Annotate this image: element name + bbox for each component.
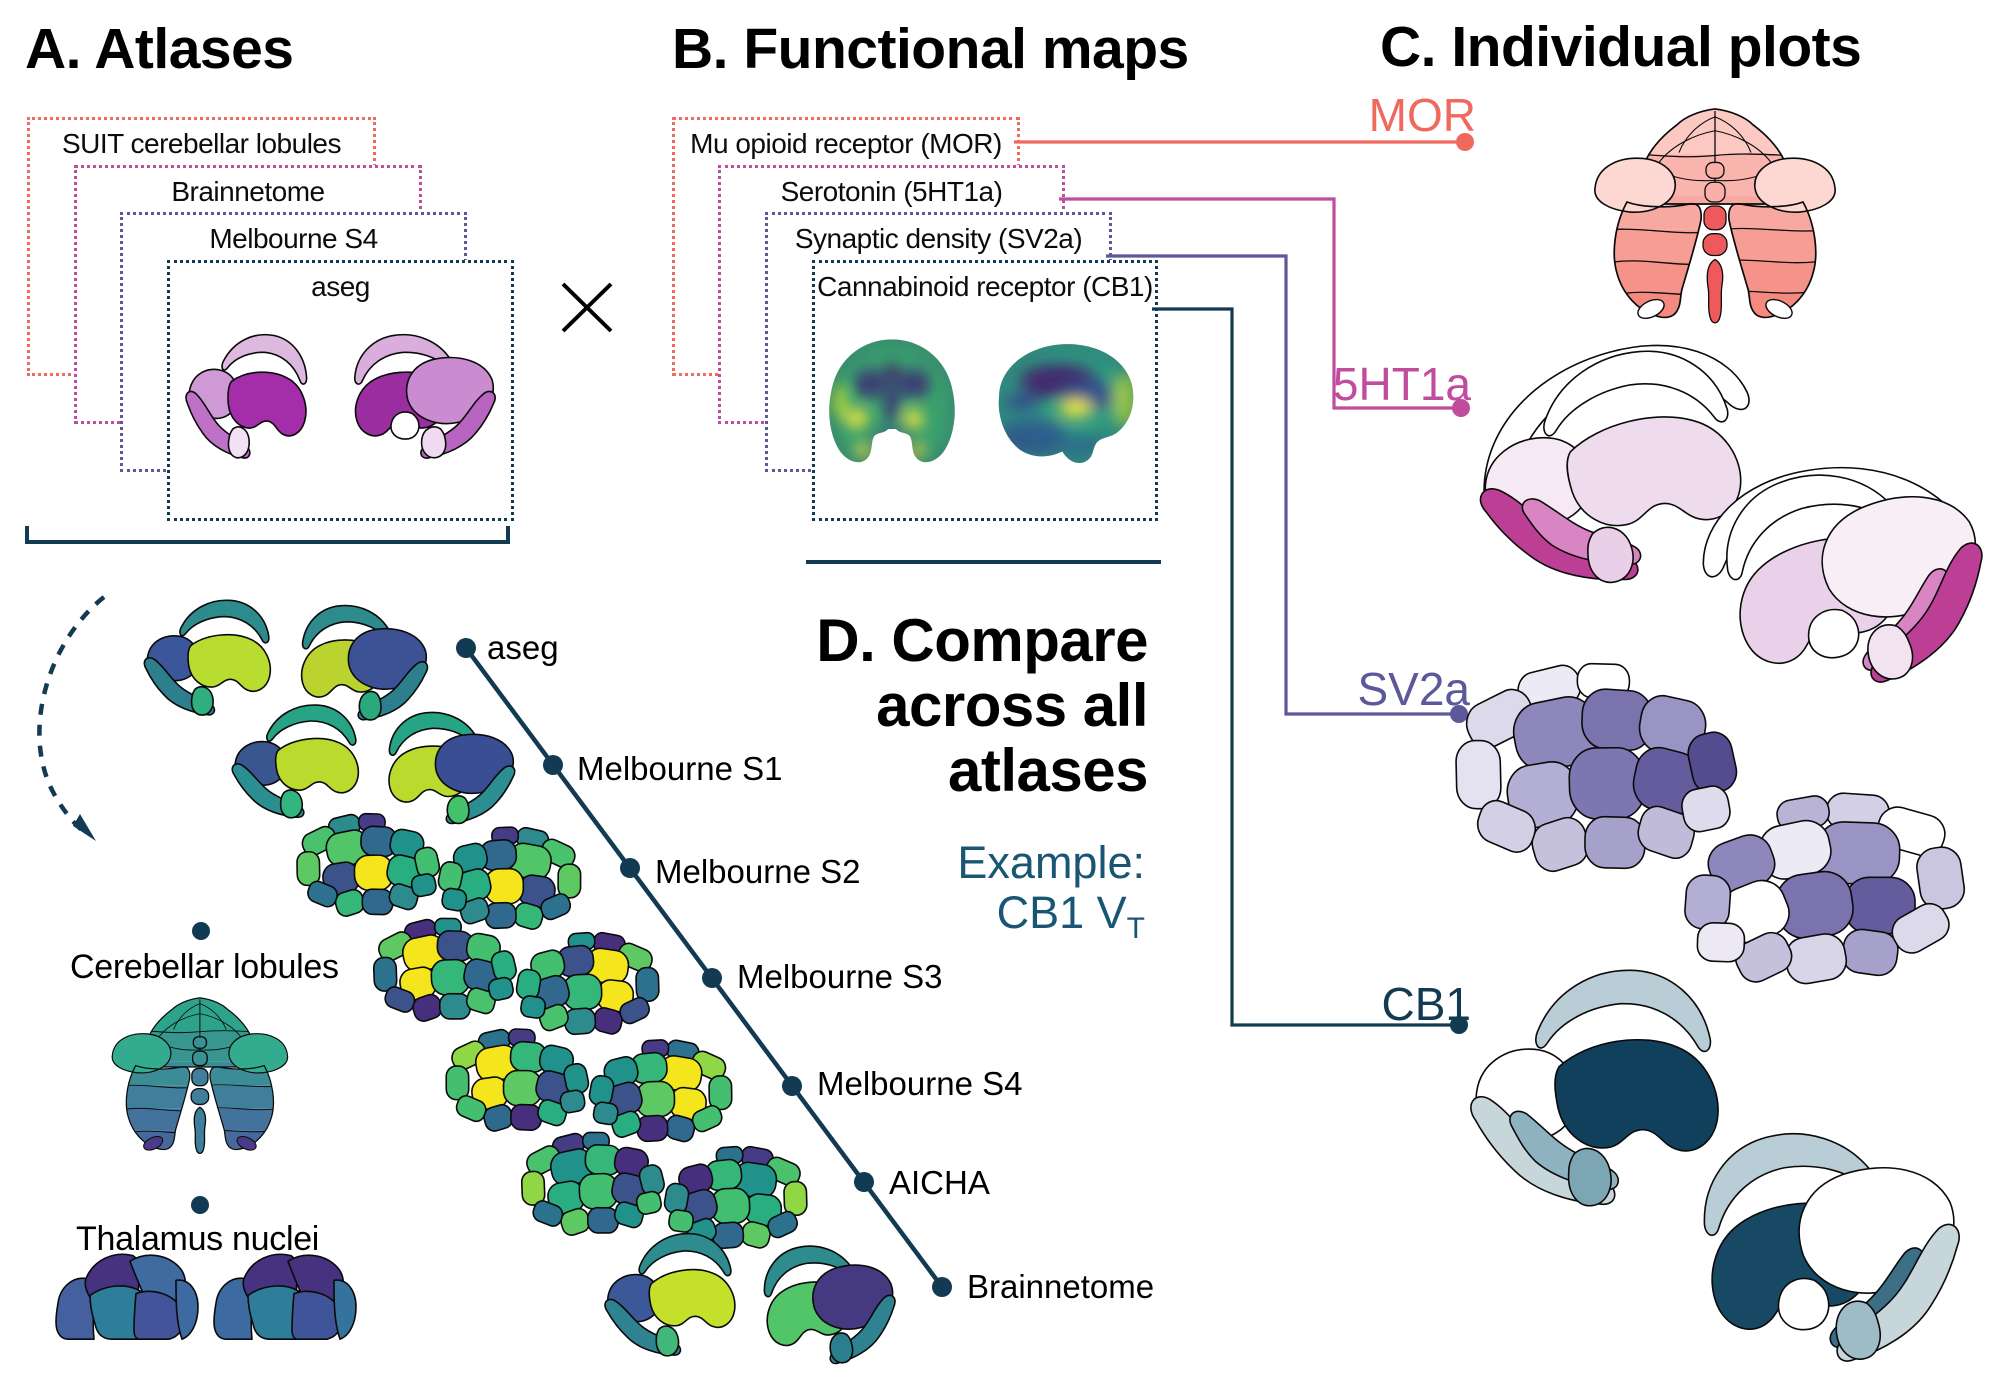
cascade-row-melbourne-s3 — [368, 910, 662, 1039]
cascade-row-melbourne-s4 — [442, 1023, 736, 1147]
section-a-title: A. Atlases — [25, 17, 294, 81]
c-label-5ht1a: 5HT1a — [1332, 358, 1471, 410]
atlas-box-melbourne-s4-label: Melbourne S4 — [209, 223, 378, 254]
connector-cb1 — [1152, 307, 1468, 1034]
brain-view-v7R — [760, 1239, 900, 1369]
connector-sv2a — [1106, 254, 1468, 723]
d-example-label: Example: — [957, 837, 1145, 888]
brain-view-cerebGreen — [105, 995, 295, 1161]
aseg-atlas-illustration — [185, 333, 496, 459]
d-title-line2: across all — [876, 672, 1148, 739]
atlas-box-brainnetome-label: Brainnetome — [171, 176, 325, 207]
brain-view-petPal — [820, 334, 964, 474]
brain-view-thal — [55, 1253, 357, 1340]
thalamus-nuclei-illustration — [55, 1253, 357, 1340]
c-label-sv2a: SV2a — [1357, 663, 1470, 715]
connector-mor — [1014, 133, 1474, 151]
d-example: Example: CB1 VT — [957, 838, 1145, 954]
map-box-5ht1a-label: Serotonin (5HT1a) — [780, 176, 1003, 207]
brain-view-v2R — [386, 710, 518, 827]
map-box-sv2a-label: Synaptic density (SV2a) — [794, 223, 1083, 254]
ht1a-plot — [1453, 322, 2000, 715]
multiply-operator — [561, 282, 613, 333]
brain-view-cbL — [1453, 958, 1733, 1223]
pet-cb1-illustration — [820, 334, 1142, 474]
cascade-label-melbourne-s3: Melbourne S3 — [737, 958, 943, 995]
label-cerebellar-lobules: Cerebellar lobules — [70, 948, 339, 986]
d-title-line1: D. Compare — [816, 607, 1148, 674]
label-thalamus-nuclei: Thalamus nuclei — [76, 1220, 320, 1258]
cb1-plot — [1453, 958, 1973, 1376]
brain-view-asegR — [354, 333, 496, 459]
brain-view-asegL — [185, 333, 308, 459]
section-b-title: B. Functional maps — [672, 17, 1189, 81]
atlas-bracket — [25, 526, 510, 544]
mor-cerebellum-plot — [1585, 105, 1845, 333]
sv2a-plot — [1445, 648, 1971, 993]
brain-view-v7L — [595, 1227, 743, 1365]
brain-view-petPal — [972, 334, 1142, 468]
cascade-label-melbourne-s4: Melbourne S4 — [817, 1065, 1023, 1102]
d-title-line3: atlases — [948, 737, 1148, 804]
cascade-label-melbourne-s2: Melbourne S2 — [655, 853, 861, 890]
c-label-mor: MOR — [1368, 89, 1476, 141]
section-c-title: C. Individual plots — [1380, 15, 1862, 79]
brain-view-v2L — [225, 700, 364, 825]
brain-view-pS2 — [292, 806, 445, 923]
thalamus-label-dot — [191, 1196, 209, 1214]
map-box-cb1-label: Cannabinoid receptor (CB1) — [817, 271, 1153, 302]
brain-view-pS2 — [434, 821, 585, 935]
d-example-value: CB1 VT — [996, 887, 1145, 946]
atlas-box-suit-label: SUIT cerebellar lobules — [61, 128, 342, 159]
brain-view-pS4 — [586, 1035, 735, 1147]
brain-view-cerebMor — [1585, 105, 1845, 333]
cerebellar-label-dot — [192, 922, 210, 940]
cascade-axis — [456, 638, 952, 1297]
cascade-label-aicha: AICHA — [889, 1164, 990, 1201]
map-box-mor-label: Mu opioid receptor (MOR) — [690, 128, 1002, 159]
cascade-row-brainnetome — [595, 1227, 900, 1369]
brain-view-pS4 — [442, 1023, 593, 1137]
cerebellar-lobules-illustration — [105, 995, 295, 1161]
cascade-label-aseg: aseg — [487, 629, 559, 666]
section-d-title: D. Compare across all atlases — [816, 608, 1148, 803]
cascade-label-brainnetome: Brainnetome — [967, 1268, 1155, 1305]
atlas-box-aseg-label: aseg — [311, 271, 370, 302]
brain-view-pS3 — [514, 929, 662, 1039]
brain-view-v1L — [139, 596, 275, 720]
cascade-row-aseg — [139, 596, 432, 724]
d-example-sub: T — [1126, 912, 1145, 945]
connector-5ht1a — [1059, 197, 1470, 417]
cascade-row-melbourne-s2 — [292, 806, 586, 935]
cascade-label-melbourne-s1: Melbourne S1 — [577, 750, 783, 787]
cascade-row-aicha — [516, 1124, 810, 1253]
repeat-arrow — [37, 595, 106, 841]
brain-view-sv2a1 — [1445, 648, 1746, 884]
brain-view-cbR — [1694, 1115, 1973, 1376]
